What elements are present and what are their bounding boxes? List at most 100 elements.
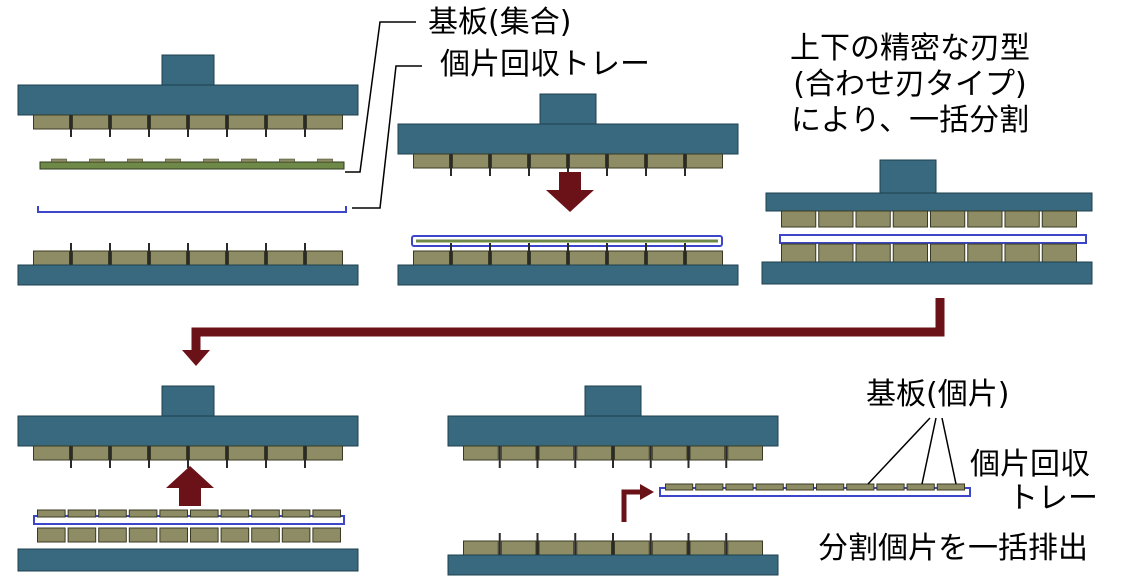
chip-block bbox=[936, 483, 965, 491]
substrate-sheet bbox=[39, 161, 345, 170]
chip-block bbox=[228, 250, 265, 266]
chip-block bbox=[491, 153, 528, 169]
block-arrow-shape bbox=[166, 466, 214, 506]
chip-block bbox=[98, 527, 127, 543]
chip-block bbox=[72, 250, 109, 266]
chip-block bbox=[413, 153, 450, 169]
substrate-pad bbox=[51, 158, 67, 163]
chip-block bbox=[159, 527, 188, 543]
chip-block bbox=[846, 483, 875, 491]
chip-block bbox=[906, 483, 935, 491]
chip-block bbox=[816, 483, 845, 491]
chip-block bbox=[189, 114, 226, 130]
chip-block bbox=[72, 114, 109, 130]
upper-die-plate bbox=[447, 415, 779, 447]
stage-5-eject bbox=[447, 385, 971, 576]
chip-block bbox=[1004, 243, 1040, 263]
substrate-pad bbox=[241, 158, 257, 163]
chip-block bbox=[67, 509, 97, 518]
chip-block bbox=[267, 250, 304, 266]
chip-block bbox=[538, 540, 575, 556]
connector-arrowhead bbox=[182, 350, 210, 366]
chip-block bbox=[576, 540, 612, 556]
chip-block bbox=[855, 210, 891, 228]
chip-block bbox=[1041, 210, 1077, 228]
leader-collection-tray bbox=[352, 65, 422, 209]
chip-block bbox=[781, 210, 817, 228]
chip-block bbox=[150, 445, 187, 461]
chip-block bbox=[608, 153, 645, 169]
chip-block bbox=[37, 527, 66, 543]
chip-block bbox=[665, 483, 694, 491]
stage-4-opening bbox=[17, 385, 359, 572]
substrate-pad bbox=[127, 158, 143, 163]
chip-block bbox=[72, 445, 109, 461]
chip-block bbox=[190, 509, 219, 518]
chip-block bbox=[312, 527, 341, 543]
chip-block bbox=[876, 483, 905, 491]
chip-block bbox=[686, 153, 723, 169]
chip-block bbox=[128, 509, 158, 518]
leader-substrate-piece-3 bbox=[941, 417, 957, 485]
die-boss bbox=[539, 93, 597, 127]
chip-block bbox=[111, 445, 148, 461]
leader-substrate-assembly bbox=[345, 21, 416, 173]
chip-block bbox=[614, 445, 650, 461]
chip-block bbox=[267, 445, 304, 461]
chip-block bbox=[306, 250, 343, 266]
chip-block bbox=[725, 483, 754, 491]
chip-block bbox=[892, 210, 928, 228]
chip-block bbox=[267, 114, 304, 130]
chip-block bbox=[220, 509, 250, 518]
stage-layer bbox=[17, 54, 1093, 576]
chip-block bbox=[727, 445, 763, 461]
chip-block bbox=[306, 114, 343, 130]
substrate-pad bbox=[279, 158, 295, 163]
chip-block bbox=[111, 114, 148, 130]
chip-block bbox=[689, 445, 726, 461]
label-collection-tray: 個片回収トレー bbox=[440, 47, 650, 82]
chip-block bbox=[686, 250, 723, 266]
chip-block bbox=[781, 243, 817, 263]
chip-block bbox=[150, 114, 187, 130]
chip-block bbox=[33, 250, 70, 266]
chip-block bbox=[530, 250, 567, 266]
chip-block bbox=[251, 509, 280, 518]
chip-block bbox=[281, 509, 311, 518]
chip-block bbox=[569, 153, 606, 169]
chip-block bbox=[463, 540, 499, 556]
chip-block bbox=[220, 527, 250, 543]
chip-block bbox=[189, 445, 226, 461]
chip-block bbox=[150, 250, 187, 266]
upper-die-plate bbox=[17, 415, 359, 447]
chip-block bbox=[500, 445, 537, 461]
die-boss bbox=[584, 385, 642, 419]
lower-die-plate bbox=[397, 264, 739, 286]
chip-block bbox=[463, 445, 499, 461]
down-arrow bbox=[546, 172, 594, 212]
chip-block bbox=[785, 483, 814, 491]
eject-arrow bbox=[621, 484, 654, 522]
chip-block bbox=[608, 250, 645, 266]
chip-block bbox=[33, 114, 70, 130]
chip-block bbox=[855, 243, 891, 263]
stage-3-pressed bbox=[761, 159, 1093, 285]
eject-arrow-path bbox=[621, 489, 642, 522]
chip-block bbox=[689, 540, 726, 556]
chip-block bbox=[98, 509, 127, 518]
chip-block bbox=[967, 210, 1003, 228]
substrate-pad bbox=[165, 158, 181, 163]
label-tray-line2: トレー bbox=[1008, 481, 1098, 516]
connector-path bbox=[191, 298, 945, 352]
chip-block bbox=[1004, 210, 1040, 228]
chip-block bbox=[228, 114, 265, 130]
chip-block bbox=[491, 250, 528, 266]
arrow-layer bbox=[166, 172, 945, 522]
collection-tray-out bbox=[659, 487, 971, 497]
chip-block bbox=[128, 527, 158, 543]
up-arrow bbox=[166, 466, 214, 506]
lower-die-plate bbox=[17, 548, 359, 572]
chip-block bbox=[190, 527, 219, 543]
chip-block bbox=[727, 540, 763, 556]
